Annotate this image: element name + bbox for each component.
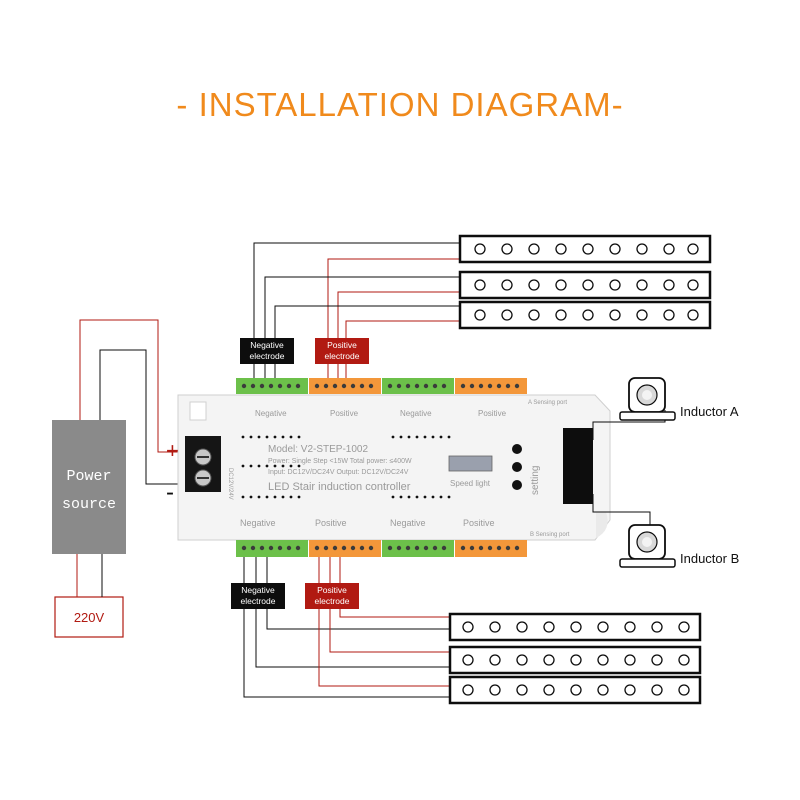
dc-input-label: DC12V/24V: [227, 468, 233, 500]
controller-power: Power: Single Step <15W Total power: ≤40…: [268, 458, 412, 465]
inductor-b-icon: [619, 524, 676, 568]
top-negative-label-2: Negative: [400, 409, 432, 418]
controller-io: Input: DC12V/DC24V Output: DC12V/DC24V: [268, 469, 409, 476]
a-sensing-port-label: A Sensing port: [528, 400, 567, 406]
voltage-label: 220V: [73, 610, 105, 625]
bottom-negative-label-1: Negative: [240, 518, 276, 528]
diagram-title: - INSTALLATION DIAGRAM-: [176, 86, 624, 123]
setting-label: setting: [530, 466, 541, 495]
controller-model: Model: V2-STEP-1002: [268, 444, 368, 455]
bottom-wires: [243, 557, 450, 698]
sensing-port-block: [563, 428, 593, 504]
minus-sign: -: [166, 479, 174, 506]
plus-sign: +: [166, 438, 179, 463]
inductor-a-label: Inductor A: [680, 404, 739, 419]
speed-display: [448, 455, 493, 472]
top-negative-label-1: Negative: [255, 409, 287, 418]
top-negative-electrode-tag: Negative electrode: [240, 338, 294, 364]
bottom-led-dots: [462, 621, 690, 696]
bottom-positive-label-2: Positive: [463, 518, 495, 528]
voltage-box: [54, 596, 124, 638]
controller-name: LED Stair induction controller: [268, 481, 411, 493]
top-positive-electrode-tag: Positive electrode: [315, 338, 369, 364]
bottom-positive-label-1: Positive: [315, 518, 347, 528]
power-source-box: [52, 420, 126, 554]
bottom-positive-electrode-tag: Positive electrode: [305, 583, 359, 609]
top-led-dots: [474, 243, 699, 321]
setting-button-1: [512, 444, 522, 454]
power-source-label: Power source: [61, 468, 116, 513]
controller-unit: [177, 394, 611, 541]
speed-light-label: Speed light: [450, 479, 491, 488]
power-wires: [76, 319, 188, 597]
bottom-negative-electrode-tag: Negative electrode: [231, 583, 285, 609]
top-positive-label-1: Positive: [330, 409, 359, 418]
inductor-b-label: Inductor B: [680, 551, 740, 566]
inductor-a-icon: [619, 377, 676, 421]
bottom-negative-label-2: Negative: [390, 518, 426, 528]
top-positive-label-2: Positive: [478, 409, 507, 418]
b-sensing-port-label: B Sensing port: [530, 532, 570, 538]
setting-button-2: [512, 462, 522, 472]
setting-button-3: [512, 480, 522, 490]
